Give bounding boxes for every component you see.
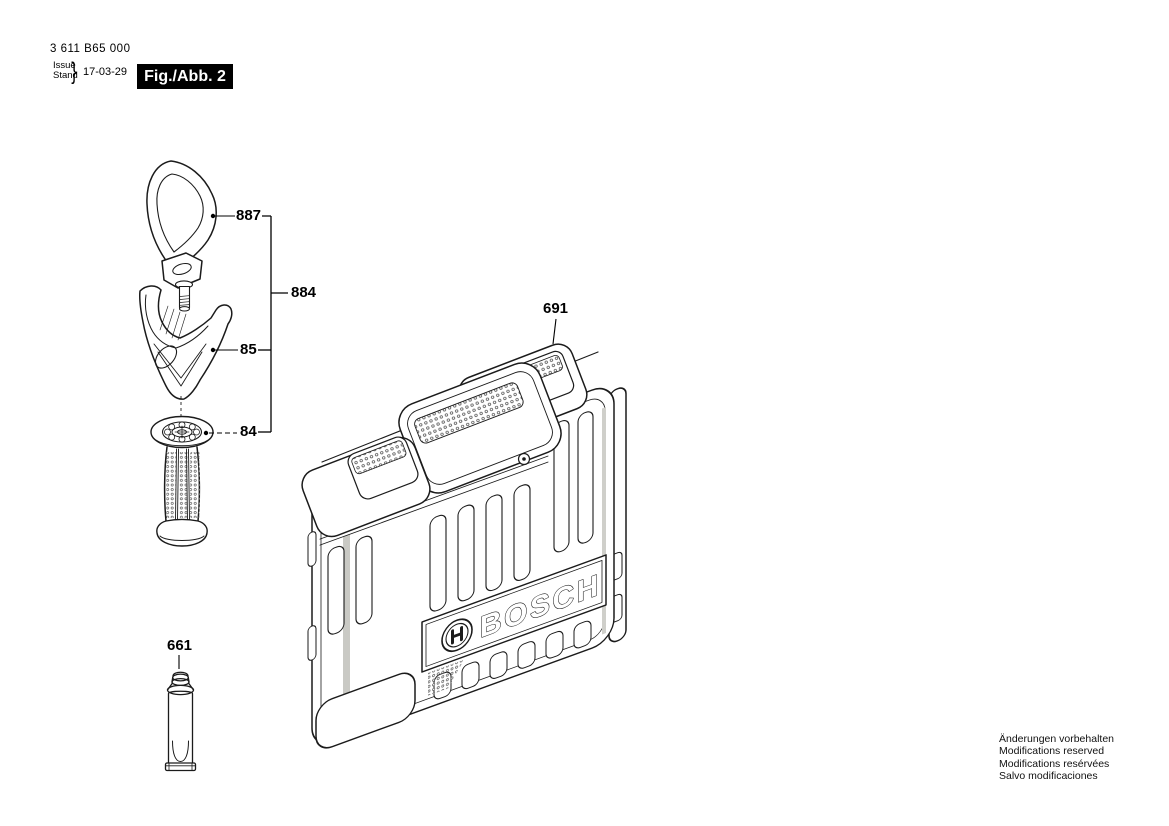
hand-loop-drawing <box>146 160 217 312</box>
case-left-latch <box>347 436 419 500</box>
part-label-884: 884 <box>291 284 317 301</box>
part-label-85: 85 <box>240 341 257 358</box>
document-part-number: 3 611 B65 000 <box>50 43 131 55</box>
modifications-notice: Änderungen vorbehalten Modifications res… <box>999 733 1164 783</box>
notice-line-fr: Modifications resérvées <box>999 757 1110 770</box>
notice-line-de: Änderungen vorbehalten <box>999 733 1115 745</box>
figure-number-box: Fig./Abb. 2 <box>137 64 233 89</box>
issue-stand-label: Issue Stand <box>53 61 78 81</box>
leader-lines <box>178 213 557 669</box>
carrying-case-drawing: BOSCH <box>301 343 627 749</box>
issue-date: 17-03-29 <box>83 66 128 78</box>
part-label-84: 84 <box>240 423 257 440</box>
part-label-691: 691 <box>543 300 569 317</box>
figure-number-text: Fig./Abb. 2 <box>144 67 226 85</box>
bosch-emblem-icon <box>441 618 473 653</box>
part-label-661: 661 <box>167 637 193 654</box>
issue-label: Issue <box>53 60 76 71</box>
handle-holder-drawing <box>139 285 233 400</box>
part-label-887: 887 <box>236 207 262 224</box>
issue-stand-brace: } <box>71 58 77 85</box>
stand-label: Stand <box>53 70 78 81</box>
auxiliary-handle-drawing <box>150 415 214 547</box>
case-handle-grip-texture <box>414 382 524 444</box>
notice-line-es: Salvo modificaciones <box>999 770 1098 783</box>
tube-drawing <box>164 671 197 772</box>
notice-line-en: Modifications reserved <box>999 745 1105 758</box>
